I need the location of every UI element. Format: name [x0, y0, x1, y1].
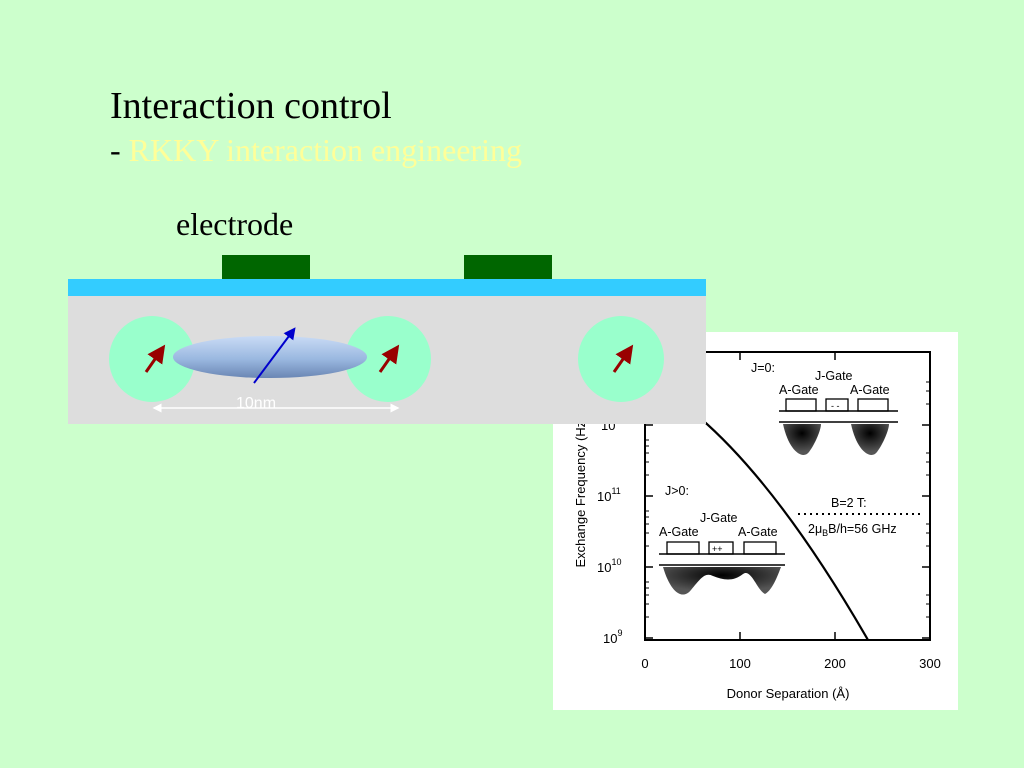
x-tick-label: 300 — [919, 656, 941, 671]
inset-j-positive: J>0: J-Gate A-Gate A-Gate ++ — [659, 484, 785, 595]
inset-top-agate-left: A-Gate — [779, 383, 819, 397]
scale-label: 10nm — [236, 395, 276, 412]
x-tick-label: 0 — [641, 656, 648, 671]
inset-bottom-jgate: J-Gate — [700, 511, 738, 525]
y-axis-label: Exchange Frequency (Hz) — [573, 416, 588, 567]
subtitle-highlight: RKKY interaction engineering — [128, 132, 523, 168]
inset-top-agate-right: A-Gate — [850, 383, 890, 397]
y-tick-label: 1010 — [597, 557, 621, 575]
y-tick-label: 1011 — [597, 486, 621, 504]
inset-bottom-charge: ++ — [712, 544, 723, 554]
exchange-curve — [698, 416, 869, 641]
exchange-frequency-plot: 0 100 200 300 109 1010 1011 10 Exchange … — [573, 351, 941, 701]
slide-title: Interaction control — [110, 85, 392, 127]
inset-j-zero: J=0: J-Gate A-Gate A-Gate - - — [751, 361, 898, 455]
spin-arrow-middle — [378, 344, 400, 373]
oxide-layer — [68, 279, 706, 296]
electron-overlap-ellipse — [173, 336, 367, 378]
slide-subtitle: - RKKY interaction engineering — [110, 130, 522, 170]
y-tick-label: 109 — [603, 628, 622, 646]
x-tick-label: 100 — [729, 656, 751, 671]
spin-arrow-right — [612, 344, 634, 373]
interaction-arrow — [253, 327, 296, 384]
inset-bottom-agate-right: A-Gate — [738, 525, 778, 539]
y-ticks — [645, 424, 930, 639]
electrode-right — [464, 255, 552, 281]
inset-bottom-state: J>0: — [665, 484, 689, 498]
electrode-label: electrode — [176, 206, 294, 242]
x-tick-label: 200 — [824, 656, 846, 671]
inset-top-jgate: J-Gate — [815, 369, 853, 383]
subtitle-prefix: - — [110, 132, 129, 168]
spin-arrow-left — [144, 344, 166, 373]
exchange-frequency-figure: 0 100 200 300 109 1010 1011 10 Exchange … — [553, 332, 958, 710]
field-label: B=2 T: — [831, 496, 867, 510]
inset-top-state: J=0: — [751, 361, 775, 375]
electrode-left — [222, 255, 310, 281]
donor-cloud-right — [578, 316, 664, 402]
zeeman-label: 2μBB/h=56 GHz — [808, 522, 897, 538]
inset-bottom-agate-left: A-Gate — [659, 525, 699, 539]
x-axis-label: Donor Separation (Å) — [727, 686, 850, 701]
inset-top-charge: - - — [831, 401, 840, 411]
